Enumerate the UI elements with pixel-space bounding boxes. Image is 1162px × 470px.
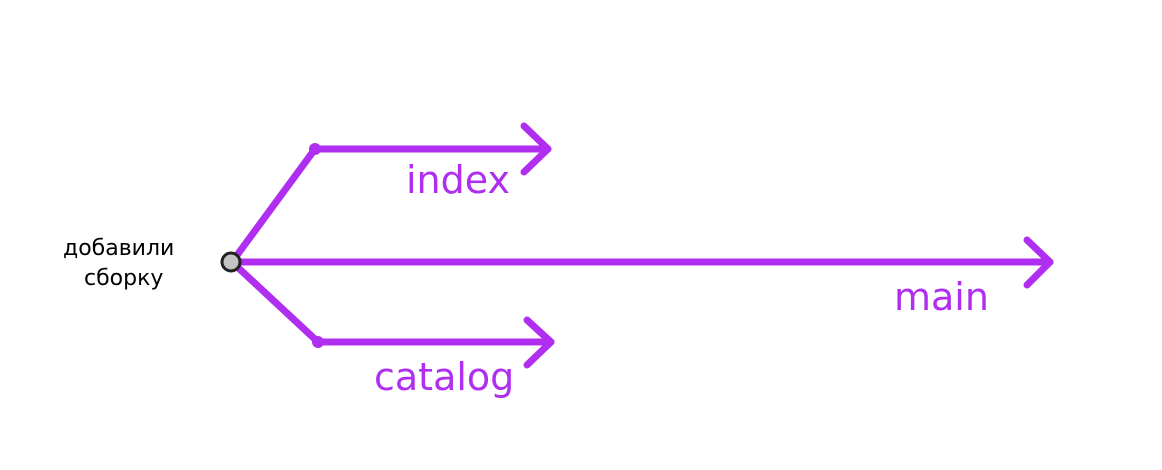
branch-index: index	[228, 122, 552, 266]
branch-catalog: catalog	[228, 258, 555, 399]
branch-main-arrowhead	[1023, 236, 1054, 289]
branch-main-label: main	[894, 275, 989, 319]
branch-index-arrowhead	[520, 122, 552, 176]
commit-label-line-2: сборку	[84, 266, 163, 291]
branch-catalog-line	[228, 258, 555, 346]
commit-node	[220, 251, 242, 273]
branch-catalog-arrowhead	[523, 316, 555, 369]
branch-main: main	[228, 236, 1054, 319]
branch-index-node	[309, 143, 321, 155]
branch-index-label: index	[406, 158, 510, 202]
branch-catalog-label: catalog	[374, 355, 514, 399]
branch-catalog-node	[312, 336, 324, 348]
commit-label-line-1: добавили	[63, 236, 174, 261]
